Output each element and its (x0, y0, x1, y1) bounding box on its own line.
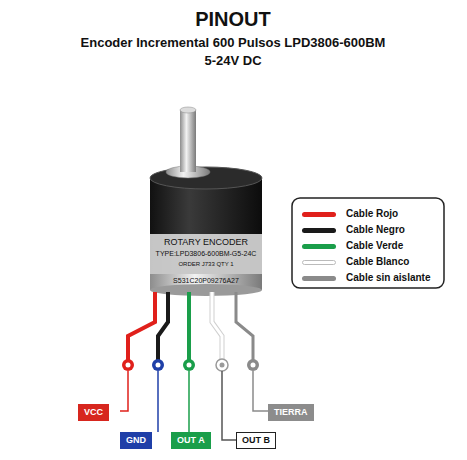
legend-swatch (302, 260, 336, 265)
leader-line (188, 371, 190, 432)
legend-text: Cable Blanco (346, 256, 409, 267)
shaft (180, 110, 196, 172)
pin-label-box: GND (120, 432, 152, 449)
pin-name: OUT B (242, 435, 270, 446)
legend-swatch (302, 276, 336, 281)
legend-swatch (302, 244, 336, 249)
body-print: ROTARY ENCODER (164, 237, 248, 247)
green-wire (187, 292, 191, 360)
body-label (150, 234, 262, 274)
legend-text: Cable Verde (346, 240, 403, 251)
pin-label-box: VCC (78, 404, 109, 421)
terminal-dot (183, 359, 195, 371)
terminal-dot (152, 359, 164, 371)
leader-line (157, 371, 159, 432)
pin-label-box: OUT B (236, 432, 276, 449)
legend-text: Cable Negro (346, 224, 405, 235)
encoder-top (150, 167, 262, 189)
subtitle: 5-24V DC (204, 53, 261, 68)
legend-frame (292, 198, 444, 288)
body-print: TYPE:LPD3806-600BM-G5-24C (156, 250, 257, 257)
black-wire (158, 292, 168, 360)
legend-text: Cable Rojo (346, 208, 398, 219)
terminal-dot (122, 359, 134, 371)
pin-name: TIERRA (274, 407, 308, 418)
terminal-center (220, 363, 225, 368)
terminal-center (251, 363, 256, 368)
encoder-body (150, 178, 262, 278)
terminal-dot (216, 359, 228, 371)
pin-label-box: OUT A (171, 432, 211, 449)
title: PINOUT (195, 8, 271, 31)
terminal-center (156, 363, 161, 368)
white-wire-outline (212, 292, 222, 360)
legend-swatch (302, 212, 336, 217)
legend-swatch (302, 228, 336, 233)
legend-text: Cable sin aislante (346, 272, 430, 283)
leader-line (120, 371, 128, 411)
shaft-end (180, 107, 196, 113)
pin-name: GND (126, 435, 146, 446)
terminal-dot (247, 359, 259, 371)
leader-line (222, 371, 236, 440)
terminal-center (126, 363, 131, 368)
serial-number: S531C20P09276A27 (173, 277, 239, 284)
white-wire (212, 292, 222, 360)
subtitle: Encoder Incremental 600 Pulsos LPD3806-6… (81, 35, 386, 50)
pin-name: OUT A (177, 435, 205, 446)
red-wire (128, 292, 155, 360)
leader-line (253, 371, 268, 411)
bare-wire (236, 292, 253, 360)
pin-name: VCC (84, 407, 103, 418)
body-print: ORDER J733 QTY 1 (178, 261, 233, 267)
pin-label-box: TIERRA (268, 404, 314, 421)
terminal-center (187, 363, 192, 368)
